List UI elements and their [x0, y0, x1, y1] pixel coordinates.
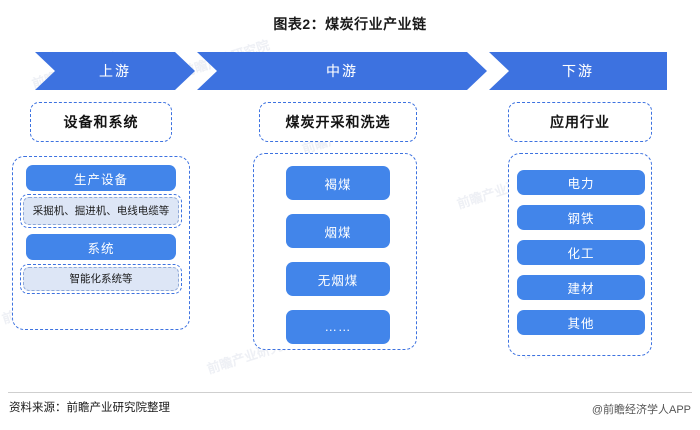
upstream-detail-label: 采掘机、掘进机、电线电缆等	[32, 204, 170, 217]
midstream-item-lignite[interactable]: 褐煤	[286, 166, 390, 200]
downstream-item-other[interactable]: 其他	[517, 310, 645, 335]
midstream-item-label: 烟煤	[324, 225, 352, 240]
upstream-heading-label: 设备和系统	[63, 114, 139, 130]
upstream-detail-wrap-systems: 智能化系统等	[20, 264, 182, 294]
downstream-item-label: 钢铁	[567, 212, 595, 226]
footer-divider	[8, 392, 692, 393]
downstream-item-steel[interactable]: 钢铁	[517, 205, 645, 230]
upstream-detail-wrap-production-equipment: 采掘机、掘进机、电线电缆等	[20, 194, 182, 228]
downstream-heading-box[interactable]: 应用行业	[508, 102, 652, 142]
midstream-item-bituminous[interactable]: 烟煤	[286, 214, 390, 248]
midstream-heading-label: 煤炭开采和洗选	[285, 114, 391, 130]
downstream-item-label: 其他	[567, 317, 595, 331]
attribution-note: @前瞻经济学人APP	[591, 404, 691, 416]
upstream-block-systems[interactable]: 系统	[26, 234, 176, 260]
banner-segment-downstream[interactable]: 下游	[489, 52, 667, 90]
downstream-item-label: 建材	[567, 282, 595, 296]
midstream-item-label: ……	[324, 320, 352, 334]
banner-segment-midstream[interactable]: 中游	[197, 52, 487, 90]
banner-segment-label: 上游	[99, 63, 131, 79]
banner-segment-upstream[interactable]: 上游	[35, 52, 195, 90]
midstream-item-anthracite[interactable]: 无烟煤	[286, 262, 390, 296]
banner-segment-label: 下游	[562, 63, 594, 79]
midstream-item-more[interactable]: ……	[286, 310, 390, 344]
upstream-heading-box[interactable]: 设备和系统	[30, 102, 172, 142]
upstream-detail-label: 智能化系统等	[69, 272, 133, 285]
downstream-item-chemical[interactable]: 化工	[517, 240, 645, 265]
upstream-block-label: 生产设备	[73, 172, 128, 187]
banner-segment-label: 中游	[326, 63, 358, 79]
upstream-detail-box[interactable]: 智能化系统等	[23, 267, 179, 291]
upstream-block-production-equipment[interactable]: 生产设备	[26, 165, 176, 191]
midstream-item-label: 褐煤	[324, 177, 352, 192]
source-note: 资料来源：前瞻产业研究院整理	[9, 402, 170, 414]
downstream-item-label: 电力	[567, 177, 595, 191]
downstream-heading-label: 应用行业	[550, 114, 610, 130]
downstream-item-building-materials[interactable]: 建材	[517, 275, 645, 300]
upstream-block-label: 系统	[87, 241, 115, 256]
downstream-item-power[interactable]: 电力	[517, 170, 645, 195]
midstream-item-label: 无烟煤	[317, 273, 359, 288]
downstream-item-label: 化工	[567, 247, 595, 261]
upstream-detail-box[interactable]: 采掘机、掘进机、电线电缆等	[23, 197, 179, 225]
midstream-heading-box[interactable]: 煤炭开采和洗选	[259, 102, 417, 142]
stage-banner: 上游 中游 下游	[0, 52, 700, 90]
page-title: 图表2：煤炭行业产业链	[273, 16, 427, 32]
